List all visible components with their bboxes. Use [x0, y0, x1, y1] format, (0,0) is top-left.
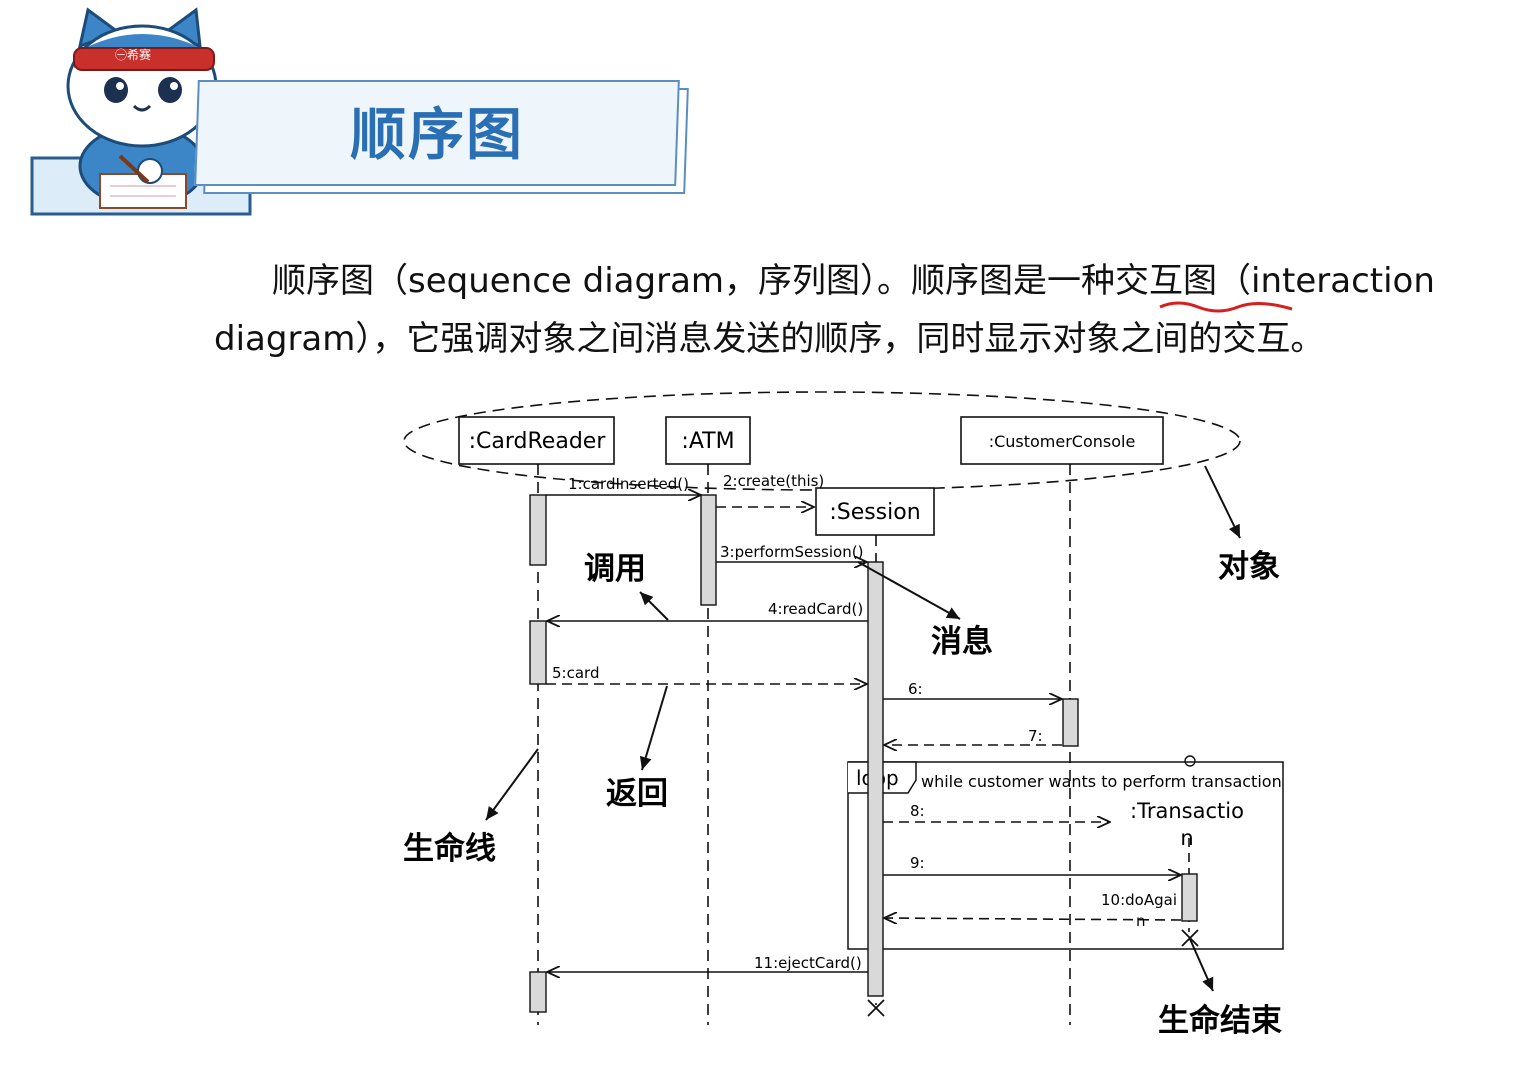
pointer-end-of-life [1189, 938, 1214, 992]
object-box-session [815, 487, 935, 536]
msg-1-label: 1:cardInserted() [568, 475, 689, 493]
activation-customerconsole [1062, 698, 1079, 747]
activation-cardreader-2 [529, 620, 547, 685]
object-label-atm: :ATM [681, 429, 734, 454]
msg-2-label: 2:create(this) [723, 472, 824, 490]
msg-9-label: 9: [910, 854, 925, 872]
loop-frame [847, 761, 1284, 950]
msg-3-label: 3:performSession() [720, 543, 863, 561]
mascot-badge: ㊀希赛 [115, 48, 152, 62]
destroy-mark-transaction [1181, 929, 1199, 947]
msg-11-label: 11:ejectCard() [754, 954, 862, 972]
activation-session [867, 561, 884, 997]
activation-atm-1 [700, 494, 717, 606]
object-box-atm [665, 416, 751, 465]
activation-cardreader-3 [529, 971, 547, 1013]
msg-4-label: 4:readCard() [768, 600, 863, 618]
annotation-return: 返回 [606, 776, 668, 812]
annotation-message: 消息 [931, 624, 993, 660]
object-label-cardreader: :CardReader [469, 429, 607, 454]
red-wavy-underline [1159, 301, 1293, 313]
pointer-return [639, 685, 668, 771]
activation-transaction [1181, 873, 1198, 922]
object-label-customerconsole: :CustomerConsole [989, 432, 1136, 451]
msg-8-label: 8: [910, 802, 925, 820]
annotation-call: 调用 [584, 551, 646, 587]
pointer-message [857, 561, 961, 620]
object-label-session: :Session [829, 500, 920, 525]
paragraph-line-2: diagram），它强调对象之间消息发送的顺序，同时显示对象之间的交互。 [214, 319, 1325, 359]
msg-6-label: 6: [908, 680, 923, 698]
object-label-transaction-2: n [1180, 826, 1193, 850]
annotation-objects: 对象 [1218, 549, 1280, 585]
transaction-create-marker [1184, 755, 1196, 767]
destroy-mark-session [867, 999, 885, 1017]
pointer-lifeline [485, 748, 539, 821]
msg-5-label: 5:card [552, 664, 599, 682]
annotation-end-of-life: 生命结束 [1158, 1003, 1282, 1039]
msg-10-label-2: n [1136, 912, 1146, 930]
paragraph-line-1: 顺序图（sequence diagram，序列图）。顺序图是一种交互图（inte… [272, 261, 1435, 301]
annotation-lifeline: 生命线 [403, 831, 496, 867]
activation-cardreader-1 [529, 494, 547, 566]
pointer-objects [1204, 465, 1241, 539]
object-box-cardreader [458, 416, 615, 465]
msg-10-arrow [884, 918, 1182, 920]
loop-guard: while customer wants to perform transact… [921, 772, 1282, 791]
msg-10-label-1: 10:doAgai [1101, 891, 1177, 909]
msg-7-label: 7: [1028, 727, 1043, 745]
object-box-customerconsole [960, 416, 1164, 465]
pointer-call [639, 591, 669, 621]
object-label-transaction-1: :Transactio [1130, 799, 1244, 823]
page-title: 顺序图 [350, 103, 524, 168]
